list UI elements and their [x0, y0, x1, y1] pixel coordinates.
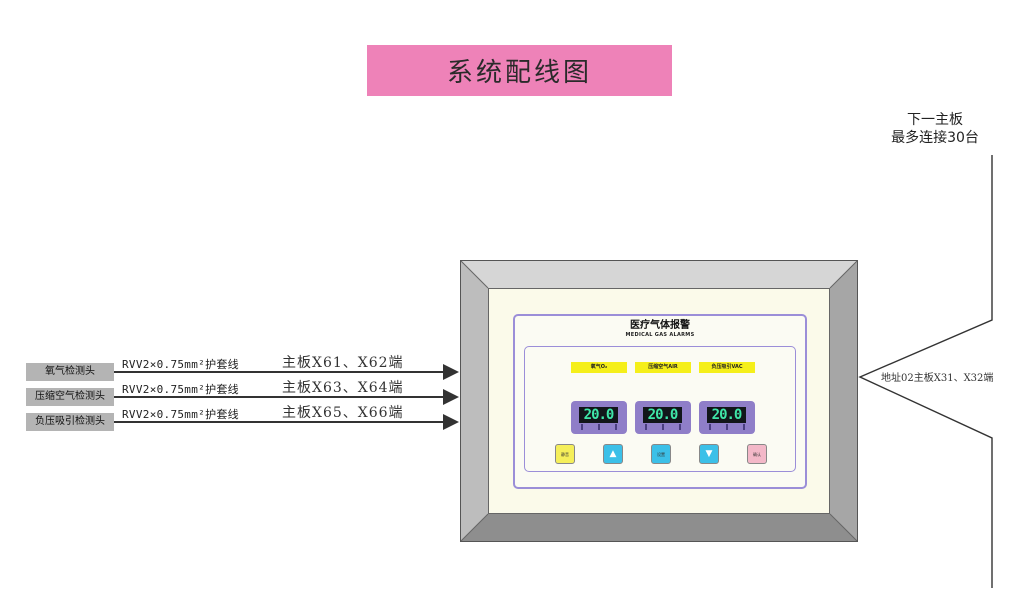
lcd-reading-oxygen: 20.0: [579, 407, 618, 423]
next-board-note: 下一主板 最多连接30台: [880, 111, 990, 147]
up-button[interactable]: ▲: [603, 444, 623, 464]
mute-button[interactable]: 静音: [555, 444, 575, 464]
mute-icon: 静音: [561, 451, 569, 457]
terminal-label-air: 主板X63、X64端: [282, 380, 404, 396]
down-button[interactable]: ▼: [699, 444, 719, 464]
device-inner-panel: 氧气O₂ 压缩空气AIR 负压吸引VAC 20.0 20.0 20.0 静音: [524, 346, 796, 472]
up-arrow-icon: ▲: [609, 448, 617, 459]
device-panel: 医疗气体报警 MEDICAL GAS ALARMS 氧气O₂ 压缩空气AIR 负…: [513, 314, 807, 489]
channel-label-oxygen: 氧气O₂: [571, 362, 627, 373]
next-board-line2: 最多连接30台: [891, 130, 979, 146]
bus-line: [858, 155, 993, 588]
lcd-display-oxygen: 20.0: [571, 401, 627, 434]
address-label: 地址02主板X31、X32端: [881, 373, 994, 384]
lcd-reading-air: 20.0: [643, 407, 682, 423]
cable-label-air: RVV2×0.75mm²护套线: [122, 383, 239, 396]
device-title: 医疗气体报警: [630, 320, 690, 331]
terminal-label-vac: 主板X65、X66端: [282, 405, 404, 421]
sensor-vacuum: 负压吸引检测头: [26, 413, 114, 431]
lcd-reading-vac: 20.0: [707, 407, 746, 423]
next-board-line1: 下一主板: [907, 112, 963, 128]
sensor-compressed-air: 压缩空气检测头: [26, 388, 114, 406]
channel-label-air: 压缩空气AIR: [635, 362, 691, 373]
confirm-button[interactable]: 确认: [747, 444, 767, 464]
confirm-icon: 确认: [753, 451, 761, 457]
diagram-title: 系统配线图: [367, 45, 672, 96]
sensor-oxygen: 氧气检测头: [26, 363, 114, 381]
lcd-display-air: 20.0: [635, 401, 691, 434]
device-subtitle: MEDICAL GAS ALARMS: [625, 332, 695, 338]
terminal-label-oxygen: 主板X61、X62端: [282, 355, 404, 371]
alarm-device: 医疗气体报警 MEDICAL GAS ALARMS 氧气O₂ 压缩空气AIR 负…: [460, 260, 858, 542]
device-bevel-frame: [461, 261, 857, 541]
cable-label-oxygen: RVV2×0.75mm²护套线: [122, 358, 239, 371]
settings-button[interactable]: 设置: [651, 444, 671, 464]
cable-label-vac: RVV2×0.75mm²护套线: [122, 408, 239, 421]
device-face: 医疗气体报警 MEDICAL GAS ALARMS 氧气O₂ 压缩空气AIR 负…: [488, 288, 830, 514]
channel-label-vac: 负压吸引VAC: [699, 362, 755, 373]
down-arrow-icon: ▼: [705, 448, 713, 459]
settings-icon: 设置: [657, 451, 665, 457]
lcd-display-vac: 20.0: [699, 401, 755, 434]
